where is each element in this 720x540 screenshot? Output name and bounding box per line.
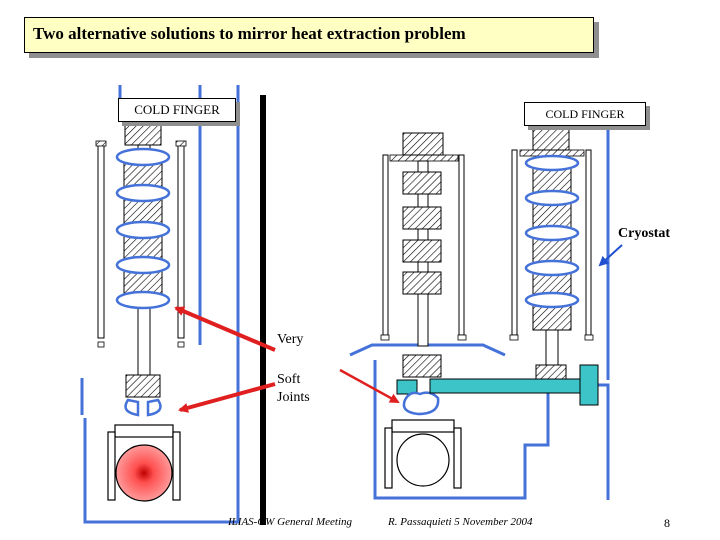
right-mirror [396, 433, 450, 487]
heat-bar [429, 378, 583, 394]
soft-joint-arrow-right [339, 368, 400, 404]
soft-joint-arrow-upper [174, 306, 276, 352]
soft-joint-arrow-lower [178, 382, 276, 413]
left-solution [80, 85, 240, 524]
soft-label: Soft [277, 372, 301, 387]
very-label: Very [277, 332, 304, 347]
cold-finger-label-left: COLD FINGER [118, 98, 236, 122]
cryostat-label: Cryostat [618, 226, 671, 241]
center-divider [260, 95, 266, 525]
right-solution [349, 127, 623, 500]
footer-page-number: 8 [664, 516, 670, 530]
slide-title: Two alternative solutions to mirror heat… [33, 24, 466, 43]
left-mirror [115, 444, 173, 502]
footer-conference: ILIAS-GW General Meeting [228, 516, 353, 528]
left-cold-finger-block [124, 120, 162, 146]
cryostat-pointer-arrow [598, 244, 623, 267]
slide-title-box: Two alternative solutions to mirror heat… [24, 17, 594, 53]
right-cold-finger-block [532, 127, 570, 151]
footer-author-date: R. Passaquieti 5 November 2004 [388, 516, 533, 528]
joints-label: Joints [277, 390, 310, 405]
cold-finger-label-right: COLD FINGER [524, 102, 646, 126]
